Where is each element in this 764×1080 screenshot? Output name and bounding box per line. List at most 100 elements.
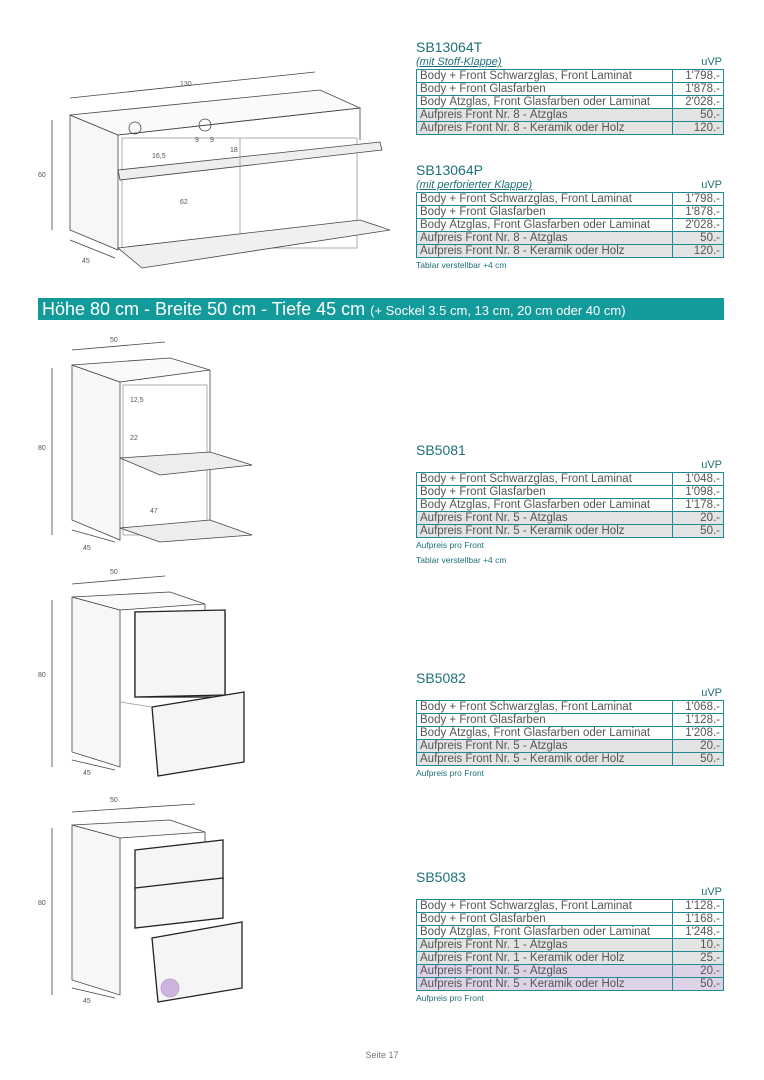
price-value: 20.-: [672, 964, 724, 978]
price-value: 50.-: [672, 231, 724, 245]
surcharge-row: Aufpreis Front Nr. 1 - Keramik oder Holz…: [416, 951, 724, 965]
price-label: Body + Front Schwarzglas, Front Laminat: [416, 700, 673, 714]
price-row: Body Ätzglas, Front Glasfarben oder Lami…: [416, 726, 724, 740]
product-sb5081: SB5081 uVP Body + Front Schwarzglas, Fro…: [416, 442, 724, 568]
banner-sockel: (+ Sockel 3.5 cm, 13 cm, 20 cm oder 40 c…: [370, 303, 626, 318]
product-subheader: (mit Stoff-Klappe) uVP: [416, 55, 724, 69]
price-value: 25.-: [672, 951, 724, 965]
price-value: 120.-: [672, 121, 724, 135]
surcharge-row: Aufpreis Front Nr. 5 - Keramik oder Holz…: [416, 524, 724, 538]
price-value: 1'878.-: [672, 205, 724, 219]
price-value: 50.-: [672, 524, 724, 538]
dim-depth-label: 45: [83, 770, 91, 777]
price-label: Aufpreis Front Nr. 8 - Ätzglas: [416, 108, 673, 122]
dim-depth-label: 45: [83, 998, 91, 1005]
footnote: Tablar verstellbar +4 cm: [416, 260, 507, 270]
price-label: Body + Front Glasfarben: [416, 485, 673, 499]
uvp-label: uVP: [701, 459, 722, 471]
dim-height-label: 60: [38, 172, 46, 179]
dim-height-label: 80: [38, 900, 46, 907]
product-code: SB5081: [416, 442, 466, 458]
product-code: SB13064P: [416, 162, 483, 178]
price-value: 2'028.-: [672, 218, 724, 232]
dim-inner3-label: 47: [150, 508, 158, 515]
price-label: Body Ätzglas, Front Glasfarben oder Lami…: [416, 726, 673, 740]
price-value: 50.-: [672, 108, 724, 122]
price-label: Aufpreis Front Nr. 8 - Keramik oder Holz: [416, 244, 673, 258]
price-value: 1'048.-: [672, 472, 724, 486]
uvp-label: uVP: [701, 56, 722, 68]
dim-width-label: 50: [110, 569, 118, 576]
price-label: Body Ätzglas, Front Glasfarben oder Lami…: [416, 925, 673, 939]
highlight-marker: [160, 978, 180, 998]
price-label: Aufpreis Front Nr. 1 - Ätzglas: [416, 938, 673, 952]
price-value: 1'208.-: [672, 726, 724, 740]
dim-width-label: 130: [180, 81, 192, 88]
price-label: Body + Front Schwarzglas, Front Laminat: [416, 472, 673, 486]
price-label: Body + Front Schwarzglas, Front Laminat: [416, 899, 673, 913]
product-subheader: uVP: [416, 686, 724, 700]
uvp-label: uVP: [701, 179, 722, 191]
sb5081-drawing: 50 80 45 12,5 22 47: [30, 330, 270, 555]
uvp-label: uVP: [701, 687, 722, 699]
dim-inner1-label: 12,5: [130, 397, 144, 404]
product-sb13064t: SB13064T (mit Stoff-Klappe) uVP Body + F…: [416, 39, 724, 135]
price-value: 1'098.-: [672, 485, 724, 499]
dim-height-label: 80: [38, 672, 46, 679]
price-value: 1'128.-: [672, 713, 724, 727]
surcharge-row: Aufpreis Front Nr. 5 - Keramik oder Holz…: [416, 977, 724, 991]
sideboard-130-drawing: 130 60 45 16,5 18 62 9 9: [30, 70, 390, 275]
price-label: Body Ätzglas, Front Glasfarben oder Lami…: [416, 218, 673, 232]
price-label: Body Ätzglas, Front Glasfarben oder Lami…: [416, 498, 673, 512]
price-value: 10.-: [672, 938, 724, 952]
dim-inner2-label: 22: [130, 435, 138, 442]
price-label: Body + Front Schwarzglas, Front Laminat: [416, 69, 673, 83]
price-value: 20.-: [672, 511, 724, 525]
price-value: 50.-: [672, 752, 724, 766]
product-subheader: uVP: [416, 885, 724, 899]
price-label: Body + Front Glasfarben: [416, 713, 673, 727]
footnote: Tablar verstellbar +4 cm: [416, 555, 507, 565]
price-value: 1'068.-: [672, 700, 724, 714]
product-code: SB5083: [416, 869, 466, 885]
dim-inner2-label: 18: [230, 147, 238, 154]
product-sb5082: SB5082 uVP Body + Front Schwarzglas, Fro…: [416, 670, 724, 781]
price-label: Aufpreis Front Nr. 5 - Keramik oder Holz: [416, 752, 673, 766]
surcharge-row: Aufpreis Front Nr. 8 - Keramik oder Holz…: [416, 121, 724, 135]
product-sb5083: SB5083 uVP Body + Front Schwarzglas, Fro…: [416, 869, 724, 1006]
sb5082-drawing: 50 80 45: [30, 562, 270, 782]
price-value: 1'168.-: [672, 912, 724, 926]
price-row: Body Ätzglas, Front Glasfarben oder Lami…: [416, 95, 724, 109]
sb5083-drawing: 50 80 45: [30, 790, 270, 1010]
price-table: Body + Front Schwarzglas, Front Laminat 1…: [416, 69, 724, 135]
product-note: (mit perforierter Klappe): [416, 179, 533, 191]
dim-width-label: 50: [110, 797, 118, 804]
dimension-banner: Höhe 80 cm - Breite 50 cm - Tiefe 45 cm …: [38, 298, 724, 320]
price-label: Aufpreis Front Nr. 5 - Keramik oder Holz: [416, 524, 673, 538]
banner-main: Höhe 80 cm - Breite 50 cm - Tiefe 45 cm: [42, 299, 366, 319]
price-row: Body Ätzglas, Front Glasfarben oder Lami…: [416, 498, 724, 512]
price-label: Body + Front Glasfarben: [416, 912, 673, 926]
dim-depth-label: 45: [82, 258, 90, 265]
price-label: Aufpreis Front Nr. 5 - Ätzglas: [416, 739, 673, 753]
price-value: 1'178.-: [672, 498, 724, 512]
dim-width-label: 50: [110, 337, 118, 344]
price-row: Body Ätzglas, Front Glasfarben oder Lami…: [416, 218, 724, 232]
product-code: SB13064T: [416, 39, 483, 55]
